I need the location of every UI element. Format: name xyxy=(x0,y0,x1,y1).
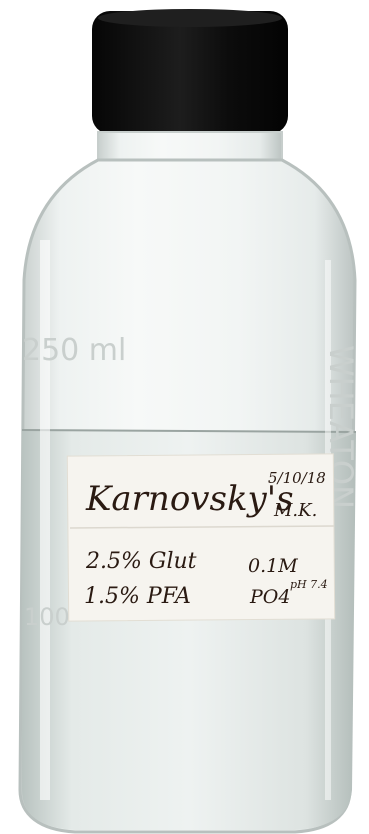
label-date: 5/10/18 xyxy=(268,469,326,487)
mark-100-engraving: 100 xyxy=(24,603,70,631)
volume-engraving: 250 ml xyxy=(22,333,126,368)
label-name: Karnovsky's xyxy=(85,479,294,519)
label-concentration: 0.1M xyxy=(248,555,298,577)
label-buffer: PO4 xyxy=(249,586,290,608)
label-pfa: 1.5% PFA xyxy=(84,584,191,609)
label-tape xyxy=(66,453,336,622)
bottle-neck xyxy=(97,131,283,163)
cap xyxy=(92,11,288,134)
label-ph: pH 7.4 xyxy=(290,578,328,591)
label-initials: M.K. xyxy=(273,500,317,521)
label-glut: 2.5% Glut xyxy=(85,549,197,574)
